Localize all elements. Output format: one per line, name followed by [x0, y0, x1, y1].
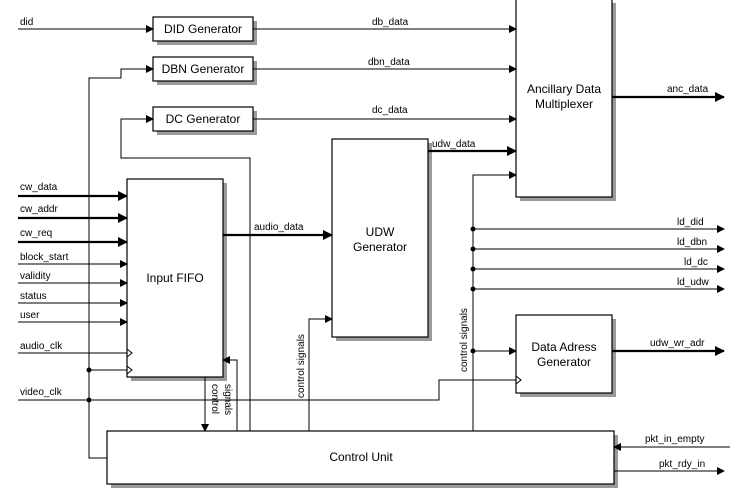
dbn-generator-label: DBN Generator [162, 62, 245, 76]
udw-wr-adr-output: udw_wr_adr [612, 338, 725, 356]
clock-rail-to-control [88, 400, 107, 459]
validity-label: validity [20, 271, 51, 282]
dc-generator-label: DC Generator [166, 112, 241, 126]
did-generator-block: DID Generator [152, 16, 254, 42]
udw-wr-adr-label: udw_wr_adr [650, 338, 705, 349]
fifo-signals-label: signals [222, 384, 233, 415]
cw-data-label: cw_data [20, 182, 58, 193]
udw-control-signals-label: control signals [296, 334, 307, 398]
udw-data-label: udw_data [432, 139, 476, 150]
mux-control-signals-label: control signals [459, 308, 470, 372]
ld-udw-label: ld_udw [677, 277, 709, 288]
did-input-label: did [20, 17, 33, 28]
ld-dbn-output: ld_dbn [470, 237, 725, 253]
cw-addr-label: cw_addr [20, 204, 58, 215]
multiplexer-label-line2: Multiplexer [535, 97, 593, 111]
db-data-wire: db_data [253, 17, 517, 33]
audio-clk-input: audio_clk [18, 341, 133, 358]
audio-data-label: audio_data [254, 222, 304, 233]
did-generator-label: DID Generator [164, 22, 242, 36]
control-to-multiplexer-wire: control signals [459, 171, 517, 431]
control-unit-label: Control Unit [329, 450, 393, 464]
udw-data-wire: udw_data [428, 139, 517, 156]
anc-data-wire: anc_data [612, 84, 725, 102]
fifo-video-clk-wire [86, 365, 133, 375]
address-generator-label-line1: Data Adress [531, 340, 596, 354]
ld-dbn-label: ld_dbn [677, 237, 707, 248]
pkt-in-empty-label: pkt_in_empty [645, 434, 704, 445]
ld-udw-output: ld_udw [470, 277, 725, 293]
cw-addr-input: cw_addr [18, 204, 128, 223]
ld-did-output: ld_did [470, 217, 725, 233]
fifo-to-control-wire: control signals [201, 377, 233, 432]
ld-dc-label: ld_dc [684, 257, 708, 268]
input-fifo-block: Input FIFO [126, 178, 224, 378]
dc-data-label: dc_data [372, 105, 408, 116]
cw-data-input: cw_data [18, 182, 128, 201]
multiplexer-label-line1: Ancillary Data [527, 82, 601, 96]
user-input: user [18, 310, 128, 326]
ld-dc-output: ld_dc [470, 257, 725, 273]
control-to-dc-wire [120, 115, 251, 431]
data-address-generator-block: Data Adress Generator [515, 314, 613, 394]
anc-data-label: anc_data [667, 84, 709, 95]
dbn-generator-block: DBN Generator [152, 56, 254, 82]
video-clk-input: video_clk [18, 375, 522, 403]
address-generator-label-line2: Generator [537, 355, 591, 369]
cw-req-input: cw_req [18, 228, 128, 247]
control-to-address-wire [470, 347, 517, 355]
audio-data-wire: audio_data [223, 222, 333, 240]
control-to-fifo-wire [222, 356, 238, 431]
dc-data-wire: dc_data [253, 105, 517, 123]
validity-input: validity [18, 271, 128, 287]
audio-clk-label: audio_clk [20, 341, 63, 352]
db-data-label: db_data [372, 17, 409, 28]
ancillary-data-multiplexer-block: Ancillary Data Multiplexer [515, 0, 613, 198]
dbn-data-wire: dbn_data [253, 57, 517, 73]
dbn-data-label: dbn_data [368, 57, 410, 68]
udw-generator-label-line2: Generator [353, 240, 407, 254]
udw-generator-label-line1: UDW [366, 225, 395, 239]
pkt-rdy-in-output: pkt_rdy_in [614, 459, 725, 475]
input-fifo-label: Input FIFO [146, 271, 203, 285]
dc-generator-block: DC Generator [152, 106, 254, 132]
block-start-input: block_start [18, 252, 128, 268]
user-label: user [20, 310, 40, 321]
cw-req-label: cw_req [20, 228, 52, 239]
control-to-udw-wire: control signals [296, 315, 333, 431]
fifo-control-label: control [209, 384, 220, 414]
udw-generator-block: UDW Generator [331, 138, 429, 338]
status-input: status [18, 291, 128, 307]
pkt-in-empty-input: pkt_in_empty [613, 434, 730, 451]
video-clk-label: video_clk [20, 387, 63, 398]
control-unit-block: Control Unit [106, 430, 615, 485]
did-input: did [18, 17, 154, 33]
block-start-label: block_start [20, 252, 69, 263]
status-label: status [20, 291, 47, 302]
pkt-rdy-in-label: pkt_rdy_in [659, 459, 705, 470]
ld-did-label: ld_did [677, 217, 704, 228]
